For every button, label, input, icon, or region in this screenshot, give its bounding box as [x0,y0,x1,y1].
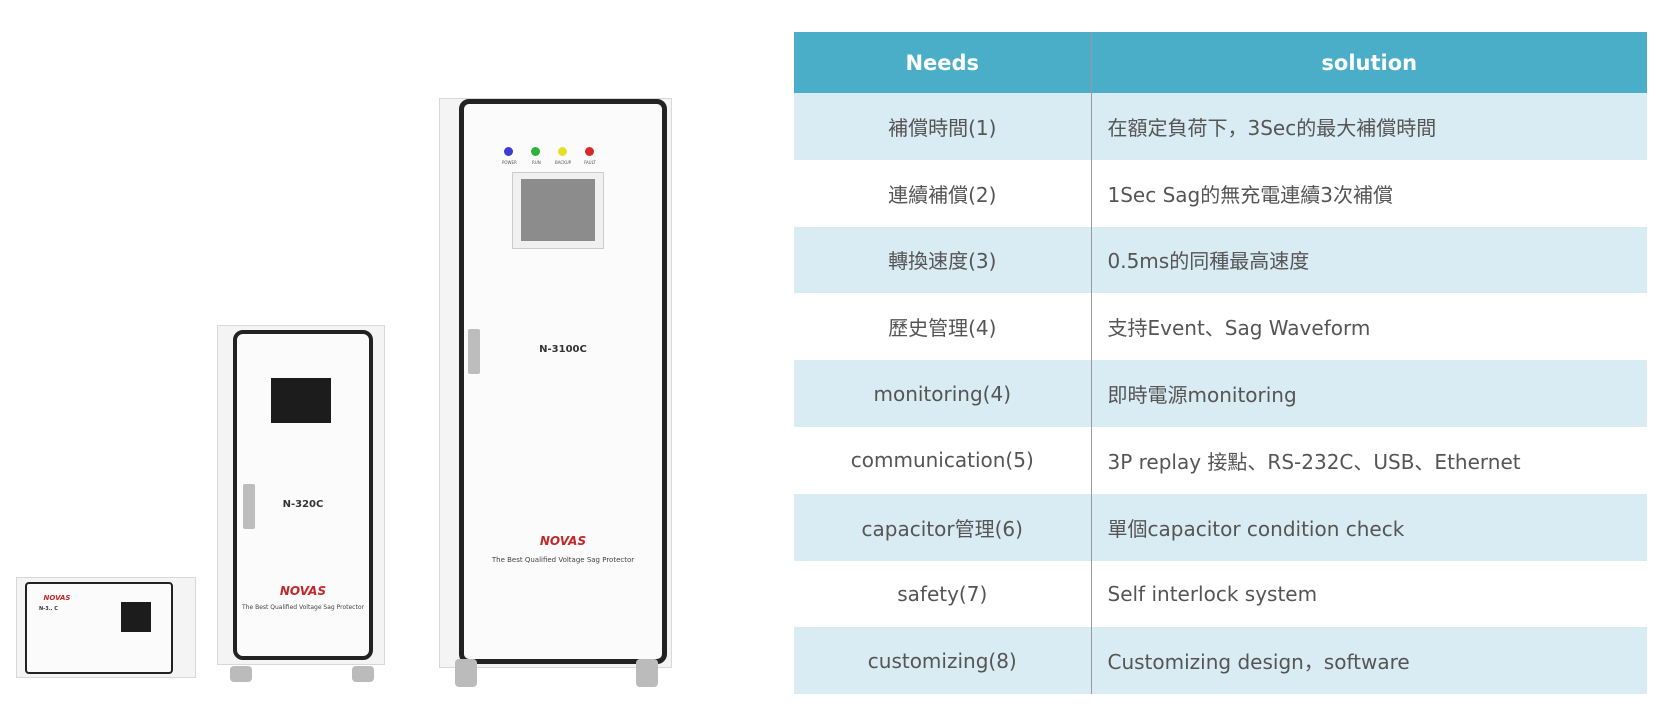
need-cell: safety(7) [794,560,1092,628]
medium-unit-tagline: The Best Qualified Voltage Sag Protector [242,604,364,611]
small-unit-display [121,602,151,632]
solution-cell: 0.5ms的同種最高速度 [1091,226,1647,294]
need-cell: 轉換速度(3) [794,226,1092,294]
wheel-icon [230,666,252,682]
wheel-icon [455,659,477,687]
header-solution: solution [1091,32,1647,93]
wheel-icon [636,659,658,687]
small-unit-front-panel: NOVAS N-3.. C [25,582,173,674]
solution-cell: 單個capacitor condition check [1091,493,1647,561]
table-header-row: Needs solution [794,32,1647,93]
need-cell: 歷史管理(4) [794,293,1092,361]
small-unit-model: N-3.. C [39,606,58,612]
backup-led-icon [558,147,567,156]
solution-cell: 即時電源monitoring [1091,360,1647,427]
table-row: 歷史管理(4) 支持Event、Sag Waveform [794,293,1647,361]
need-cell: capacitor管理(6) [794,493,1092,561]
small-unit-logo: NOVAS [43,594,71,602]
table-row: safety(7) Self interlock system [794,560,1647,628]
product-small-unit: NOVAS N-3.. C [16,577,196,678]
large-unit-model: N-3100C [539,344,587,355]
fault-led-icon [585,147,594,156]
need-cell: 補償時間(1) [794,93,1092,160]
product-medium-unit: N-320C NOVAS The Best Qualified Voltage … [217,325,385,682]
solution-cell: 在額定負荷下，3Sec的最大補償時間 [1091,93,1647,160]
large-unit-logo: NOVAS [539,534,587,548]
solution-cell: 1Sec Sag的無充電連續3次補償 [1107,182,1393,207]
large-unit-tagline: The Best Qualified Voltage Sag Protector [491,556,635,564]
table-row: 轉換速度(3)0.5ms的同種最高速度 [794,226,1647,294]
solution-cell: Customizing design，software [1091,627,1647,695]
table-row: monitoring(4)即時電源monitoring [794,360,1647,427]
product-large-unit: POWER RUN BACKUP FAULT N-3100C NOVAS The… [439,98,672,687]
large-unit-door-handle [468,329,480,374]
needs-solution-table: Needs solution 補償時間(1)在額定負荷下，3Sec的最大補償時間… [794,32,1647,695]
power-led-icon [504,147,513,156]
table-row: communication(5) 3P replay 接點、RS-232C、USB… [794,426,1647,494]
need-cell: communication(5) [794,426,1092,494]
table-row: customizing(8)Customizing design，softwar… [794,627,1647,695]
solution-cell: 3P replay 接點、RS-232C、USB、Ethernet [1107,449,1521,474]
medium-unit-display [271,378,331,423]
need-cell: customizing(8) [794,627,1092,695]
large-unit-door: POWER RUN BACKUP FAULT N-3100C NOVAS The… [459,99,667,664]
fault-led-label: FAULT [584,160,596,165]
touchscreen-display [512,172,604,249]
table-row: 連續補償(2) 1Sec Sag的無充電連續3次補償 [794,159,1647,227]
need-cell: 連續補償(2) [794,159,1092,227]
medium-unit-door-handle [243,484,255,529]
run-led-label: RUN [532,160,541,165]
solution-cell: 支持Event、Sag Waveform [1107,316,1371,341]
need-cell: monitoring(4) [794,360,1092,427]
medium-unit-door: N-320C NOVAS The Best Qualified Voltage … [233,330,373,660]
header-needs: Needs [794,32,1092,93]
medium-unit-model: N-320C [282,499,324,510]
run-led-icon [531,147,540,156]
solution-cell: Self interlock system [1107,581,1318,606]
power-led-label: POWER [502,160,517,165]
table-row: 補償時間(1)在額定負荷下，3Sec的最大補償時間 [794,93,1647,160]
medium-unit-logo: NOVAS [279,584,327,598]
wheel-icon [352,666,374,682]
backup-led-label: BACKUP [555,160,572,165]
table-row: capacitor管理(6)單個capacitor condition chec… [794,493,1647,561]
